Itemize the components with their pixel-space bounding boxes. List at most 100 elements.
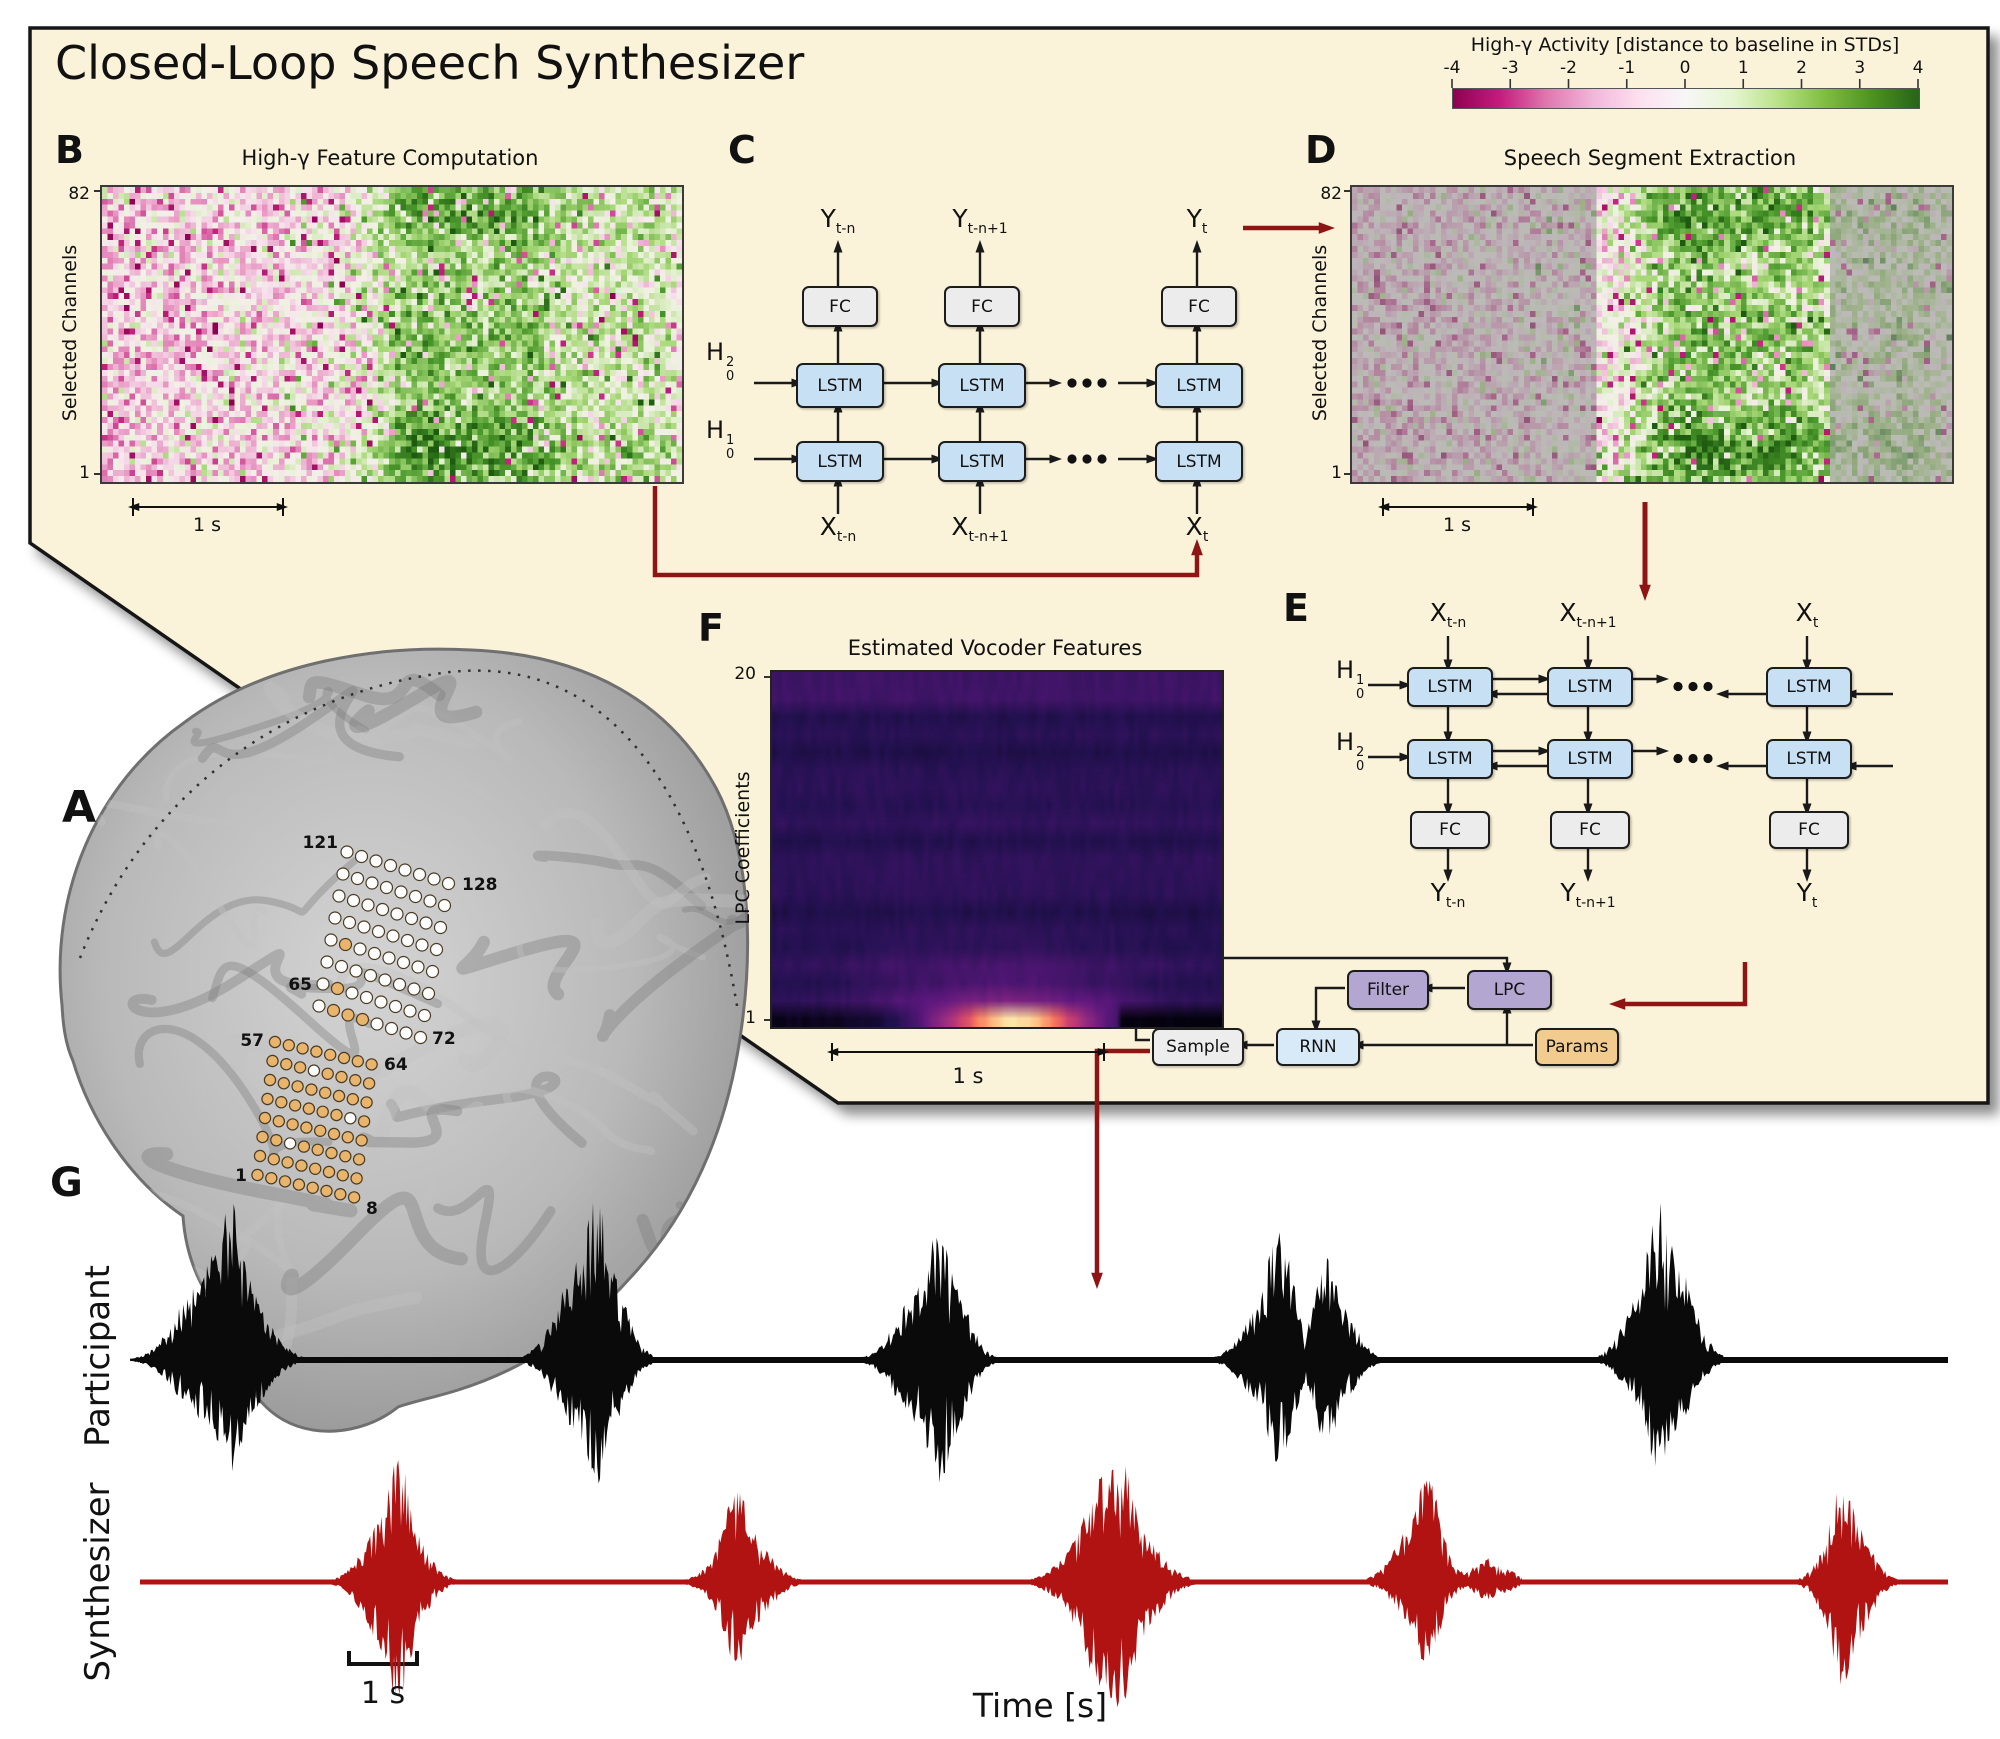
electrode [292, 1178, 306, 1191]
panel-letter-b: B [55, 128, 84, 172]
output-label-c: Yt-n [820, 204, 856, 237]
electrode [365, 876, 379, 890]
arrowhead [1802, 659, 1812, 672]
arrowhead [1191, 539, 1203, 556]
arrowhead [1097, 1047, 1109, 1057]
electrode [338, 937, 353, 952]
speech-burst-participant [840, 1237, 1001, 1483]
electrode [400, 933, 415, 948]
ellipsis-dots [1673, 753, 1683, 764]
vocoder-features-heatmap-f [770, 670, 1224, 1029]
electrode [312, 999, 326, 1013]
electrode-grid-label: 57 [240, 1031, 264, 1051]
electrode [403, 1004, 417, 1018]
lstm-box-e: LSTM [1547, 667, 1633, 707]
electrode [302, 1102, 316, 1115]
electrode [267, 1152, 280, 1166]
input-label-e: Xt [1795, 598, 1819, 631]
axis-tick-marks [94, 190, 1350, 1021]
electrode [360, 1096, 373, 1109]
electrode [357, 920, 371, 934]
electrode [300, 1121, 313, 1134]
arrowhead [827, 1047, 839, 1057]
electrode [346, 1092, 359, 1106]
electrode [363, 968, 378, 983]
electrode [251, 1168, 264, 1182]
arrowhead [1716, 761, 1729, 771]
speech-burst-synthesizer [303, 1460, 462, 1695]
speech-burst-participant [130, 1203, 310, 1472]
panel-b-title: High-γ Feature Computation [241, 146, 539, 170]
panel-b-ytick-bottom: 1 [79, 463, 90, 483]
electrode [349, 1073, 362, 1087]
colorbar-tick-label: -1 [1618, 58, 1636, 78]
fc-box-c: FC [944, 286, 1020, 327]
electrode [370, 1017, 384, 1031]
electrode [330, 981, 345, 996]
electrode [336, 1168, 349, 1182]
electrode [258, 1111, 272, 1125]
arrowhead [1443, 803, 1453, 816]
panel-d-ytick-bottom: 1 [1331, 463, 1342, 483]
electrode [367, 946, 382, 961]
electrode-grid-label: 1 [235, 1166, 247, 1186]
electrode [261, 1092, 274, 1106]
electrode [265, 1171, 278, 1185]
fc-box-c: FC [802, 286, 878, 327]
electrode [295, 1159, 308, 1172]
electrode [384, 1021, 399, 1036]
electrode [314, 1124, 327, 1138]
arrowhead [1146, 454, 1159, 464]
electrode [354, 849, 369, 864]
arrowhead [1378, 502, 1390, 512]
electrode [383, 858, 398, 873]
colorbar-tick-label: -2 [1560, 58, 1577, 78]
electrode [437, 898, 452, 913]
panel-letter-e: E [1283, 586, 1309, 630]
vocoder-sample-box: Sample [1152, 1028, 1244, 1066]
arrowhead [1399, 752, 1412, 762]
electrode [277, 1076, 290, 1090]
electrode [369, 854, 383, 868]
ellipsis-dots [1703, 681, 1713, 692]
electrode [288, 1099, 302, 1112]
fc-box-e: FC [1410, 811, 1490, 849]
waveform-synthesizer-label: Synthesizer [78, 1482, 118, 1682]
electrode [350, 871, 365, 886]
electrode-grid-label: 8 [366, 1199, 378, 1219]
electrode [341, 1130, 354, 1144]
arrowhead [1311, 1020, 1321, 1033]
electrode-grid-label: 65 [288, 975, 312, 995]
input-label-c: Xt [1185, 512, 1209, 545]
panel-letter-a: A [62, 782, 97, 833]
electrode [334, 1187, 347, 1201]
arrowhead [1583, 869, 1593, 882]
connector [652, 486, 1200, 578]
electrode [272, 1114, 285, 1128]
arrowhead [1502, 962, 1512, 975]
electrode [355, 1134, 368, 1147]
panel-letter-g: G [50, 1160, 83, 1206]
electrode [335, 1070, 348, 1084]
electrode [379, 880, 394, 895]
input-label-e: Xt-n+1 [1559, 598, 1617, 631]
colorbar-gradient [1452, 88, 1920, 109]
arrowhead [1443, 869, 1453, 882]
electrode [411, 960, 425, 974]
arrowhead [1656, 746, 1669, 756]
electrode [429, 942, 444, 957]
vocoder-lpc-box: LPC [1467, 970, 1552, 1010]
panel-f-ytick-bottom: 1 [745, 1008, 756, 1028]
arrowhead [1049, 454, 1062, 464]
electrode [337, 1051, 351, 1065]
output-label-c: Yt [1186, 204, 1208, 237]
electrode [392, 977, 407, 992]
arrowhead [1443, 731, 1453, 744]
electrode [293, 1061, 307, 1074]
electrode [351, 1054, 364, 1068]
electrode [283, 1137, 297, 1150]
arrowhead [1802, 869, 1812, 882]
arrowhead [1656, 674, 1669, 684]
